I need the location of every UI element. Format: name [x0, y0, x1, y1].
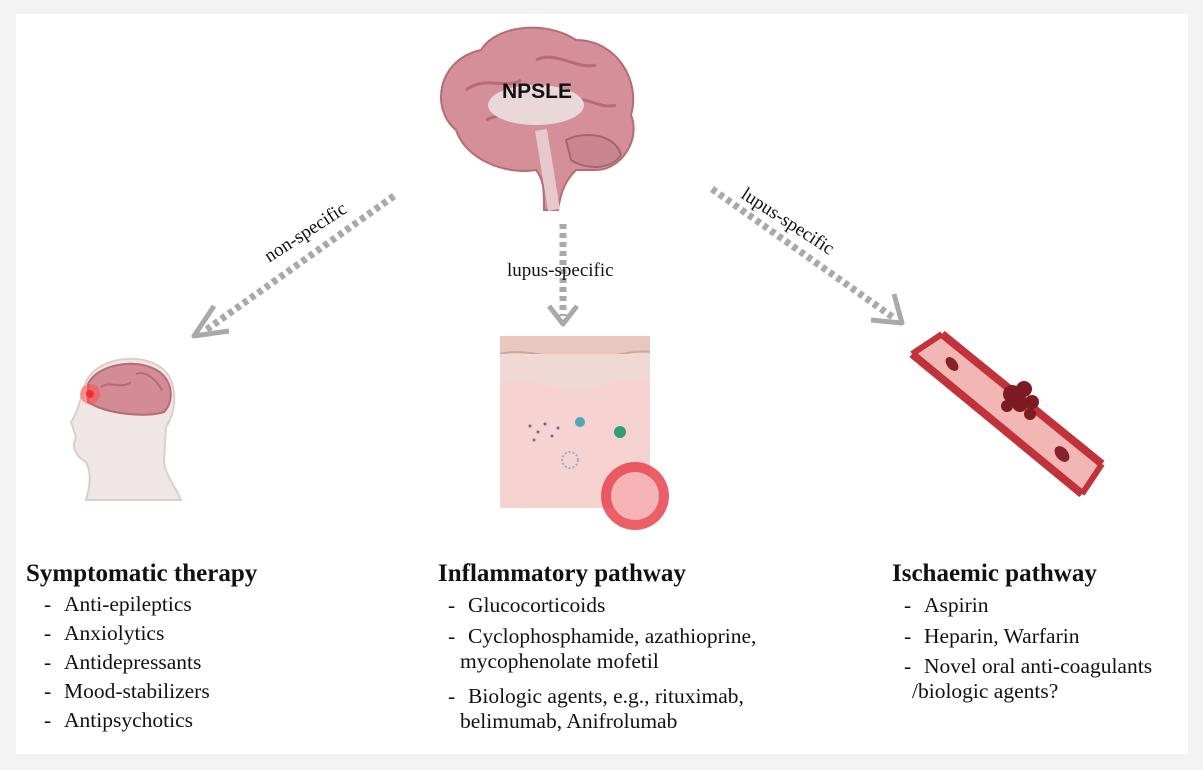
list-item: -Mood-stabilizers: [44, 679, 210, 703]
list-item: -Heparin, Warfarin: [904, 624, 1080, 648]
arrow-right: [709, 186, 905, 326]
list-item: -Antipsychotics: [44, 708, 193, 732]
tissue-inflammation-icon: [499, 336, 669, 530]
brain-icon: [440, 26, 635, 211]
diagram-canvas: NPSLE non-specific lupus-specific lupus-…: [16, 14, 1188, 754]
list-item: -Biologic agents, e.g., rituximab, belim…: [448, 684, 744, 733]
column-title-symptomatic: Symptomatic therapy: [26, 560, 258, 587]
list-item: -Novel oral anti-coagulants /biologic ag…: [904, 654, 1153, 703]
list-item: -Aspirin: [904, 593, 989, 617]
blood-vessel-clot-icon: [909, 330, 1105, 498]
center-label: NPSLE: [502, 80, 573, 103]
column-title-ischaemic: Ischaemic pathway: [892, 560, 1097, 587]
arrow-left: [191, 193, 397, 339]
arrow-middle: [547, 224, 579, 327]
list-item: -Anxiolytics: [44, 621, 165, 645]
list-item: -Cyclophosphamide, azathioprine, mycophe…: [448, 624, 757, 673]
list-item: -Glucocorticoids: [448, 593, 606, 617]
list-item: -Anti-epileptics: [44, 592, 192, 616]
head-headache-icon: [69, 357, 183, 501]
column-title-inflammatory: Inflammatory pathway: [438, 560, 686, 587]
list-item: -Antidepressants: [44, 650, 202, 674]
arrow-middle-label: lupus-specific: [507, 260, 614, 281]
